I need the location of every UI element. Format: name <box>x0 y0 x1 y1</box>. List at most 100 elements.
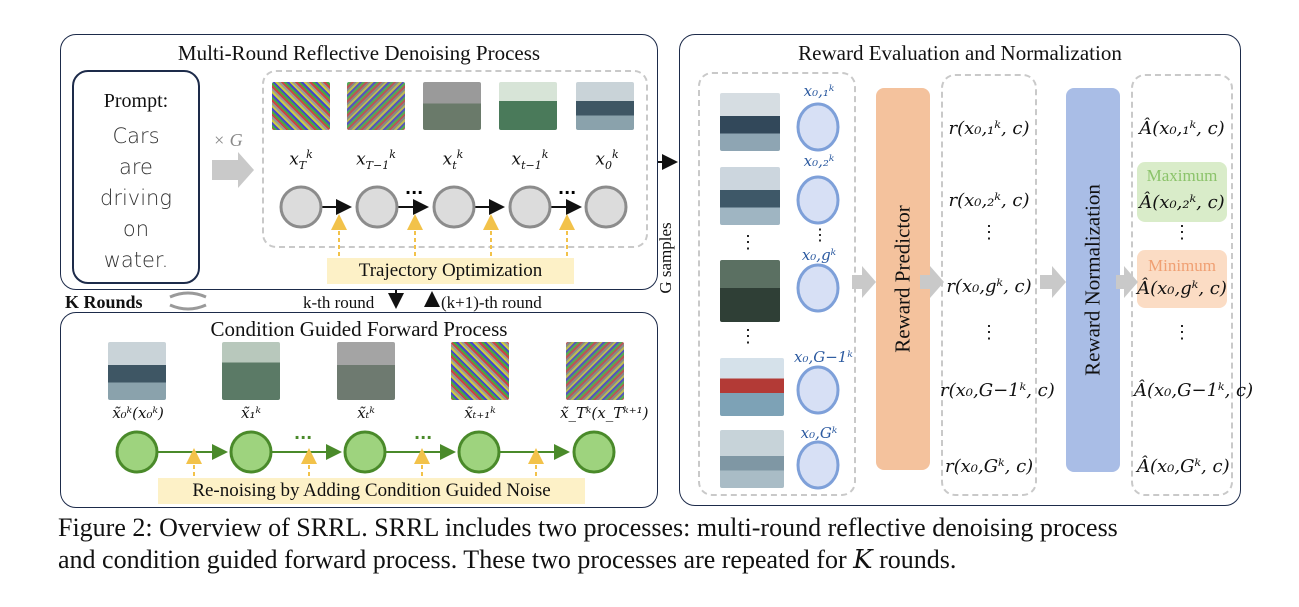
step-label-x0: x0k <box>595 148 619 173</box>
kth-round-label: k-th round <box>303 293 375 312</box>
denoising-chain: ··· ··· <box>279 183 628 229</box>
forward-label-t: x̃ₜᵏ <box>357 404 375 422</box>
caption-line-2: and condition guided forward process. Th… <box>58 544 1258 576</box>
arrow-to-normalization <box>1040 266 1066 298</box>
sample-nodes <box>796 102 840 490</box>
arrow-to-predictor <box>852 266 876 298</box>
step-label-xT: xTk <box>289 148 313 173</box>
samples-vdots-1: ⋮ <box>739 232 757 252</box>
sample-thumbnail-1 <box>720 93 780 151</box>
forward-label-T: x̃_Tᵏ(x_Tᵏ⁺¹) <box>560 404 649 422</box>
reward-G: r(x₀,Gᵏ, c) <box>945 456 1034 477</box>
maximum-label: Maximum <box>1146 166 1218 185</box>
k-rounds-loop-icon <box>169 291 207 311</box>
reward-g: r(x₀,gᵏ, c) <box>946 276 1032 297</box>
k1th-round-label: (k+1)-th round <box>441 293 542 312</box>
reward-G-1: r(x₀,G−1ᵏ, c) <box>940 380 1055 401</box>
step-label-xt: xtk <box>442 148 464 173</box>
sample-label-g: x₀,gᵏ <box>801 246 837 264</box>
step-label-xt-1: xt−1k <box>511 148 549 173</box>
sample-node-G-1 <box>796 365 840 415</box>
node-xT-1 <box>355 185 399 229</box>
trajectory-optimization-banner: Trajectory Optimization <box>327 258 574 284</box>
noise-image-x0 <box>576 82 634 130</box>
sample-label-G-1: x₀,G−1ᵏ <box>794 348 853 366</box>
forward-label-0: x̃₀ᵏ(x₀ᵏ) <box>112 404 164 422</box>
forward-image-T <box>566 342 624 400</box>
forward-image-t-plus-1 <box>451 342 509 400</box>
green-node-t-plus-1 <box>457 430 501 474</box>
prompt-line-1: Cars <box>112 124 160 148</box>
denoising-dashed-frame <box>262 70 648 248</box>
reward-vdots-2: ⋮ <box>980 322 998 342</box>
reward-2: r(x₀,₂ᵏ, c) <box>948 190 1030 211</box>
advantage-2: Â(x₀,₂ᵏ, c) <box>1139 192 1225 213</box>
denoising-panel: Multi-Round Reflective Denoising Process <box>60 34 658 290</box>
caption-line-2-prefix: and condition guided forward process. Th… <box>58 545 854 574</box>
sample-label-2: x₀,₂ᵏ <box>803 152 835 170</box>
renoising-arrows <box>186 448 544 476</box>
forward-image-t <box>337 342 395 400</box>
sample-label-G: x₀,Gᵏ <box>800 424 838 442</box>
sample-thumbnail-G <box>720 430 784 488</box>
forward-image-1 <box>222 342 280 400</box>
top-dots-1: ··· <box>405 183 423 202</box>
minimum-label: Minimum <box>1147 256 1216 275</box>
sample-thumbnail-G-1 <box>720 358 784 416</box>
forward-label-1: x̃₁ᵏ <box>241 404 261 422</box>
green-node-t <box>343 430 387 474</box>
k-rounds-label: K Rounds <box>65 292 143 312</box>
bottom-dots-2: ··· <box>414 428 432 447</box>
prompt-line-3: driving <box>100 186 172 210</box>
advantage-1: Â(x₀,₁ᵏ, c) <box>1139 118 1225 139</box>
prompt-line-4: on <box>122 217 150 241</box>
prompt-line-2: are <box>119 155 153 179</box>
caption-line-1: Figure 2: Overview of SRRL. SRRL include… <box>58 513 1118 542</box>
advantage-G-1: Â(x₀,G−1ᵏ, c) <box>1134 380 1254 401</box>
sample-node-G <box>796 440 840 490</box>
trajectory-arrows <box>331 214 575 256</box>
prompt-box: Prompt: Cars are driving on water. <box>72 70 200 284</box>
sample-thumbnail-g <box>720 260 780 322</box>
green-node-0 <box>115 430 159 474</box>
sample-node-2 <box>796 175 840 225</box>
prompt-title: Prompt: <box>103 90 169 112</box>
noise-image-t-mid <box>423 82 481 130</box>
node-xt <box>432 185 476 229</box>
noise-image-t <box>272 82 330 130</box>
node-xt-1 <box>508 185 552 229</box>
minimum-highlight <box>1137 250 1227 308</box>
arrow-to-advantages <box>1116 266 1138 298</box>
sample-node-vdots: ⋮ <box>812 227 828 244</box>
sample-label-1: x₀,₁ᵏ <box>803 82 835 100</box>
prompt-line-5: water. <box>103 248 169 272</box>
forward-panel: Condition Guided Forward Process <box>60 312 658 508</box>
sample-node-1 <box>796 102 840 152</box>
advantage-vdots-1: ⋮ <box>1173 222 1191 242</box>
bottom-dots-1: ··· <box>294 428 312 447</box>
rewards-dashed-frame <box>941 74 1037 496</box>
node-xT <box>279 185 323 229</box>
reward-normalization-bar: Reward Normalization <box>1066 88 1120 472</box>
forward-chain: ··· ··· <box>115 428 616 474</box>
forward-panel-title: Condition Guided Forward Process <box>210 317 508 341</box>
advantage-vdots-2: ⋮ <box>1173 322 1191 342</box>
green-node-T <box>572 430 616 474</box>
caption-k: K <box>853 545 873 575</box>
noise-image-t-minus-1 <box>499 82 557 130</box>
step-label-xT-1: xT−1k <box>356 148 396 173</box>
times-g-arrow <box>212 152 254 188</box>
times-g-label: × G <box>213 130 243 150</box>
maximum-highlight <box>1137 162 1227 222</box>
reward-panel-title: Reward Evaluation and Normalization <box>798 41 1122 65</box>
arrow-to-rewards <box>920 266 944 298</box>
figure-caption: Figure 2: Overview of SRRL. SRRL include… <box>58 512 1258 576</box>
renoising-banner: Re-noising by Adding Condition Guided No… <box>158 478 585 504</box>
reward-1: r(x₀,₁ᵏ, c) <box>948 118 1030 139</box>
denoising-panel-title: Multi-Round Reflective Denoising Process <box>177 41 541 65</box>
sample-thumbnail-2 <box>720 167 780 225</box>
top-dots-2: ··· <box>558 183 576 202</box>
green-node-1 <box>229 430 273 474</box>
advantage-G: Â(x₀,Gᵏ, c) <box>1137 456 1230 477</box>
